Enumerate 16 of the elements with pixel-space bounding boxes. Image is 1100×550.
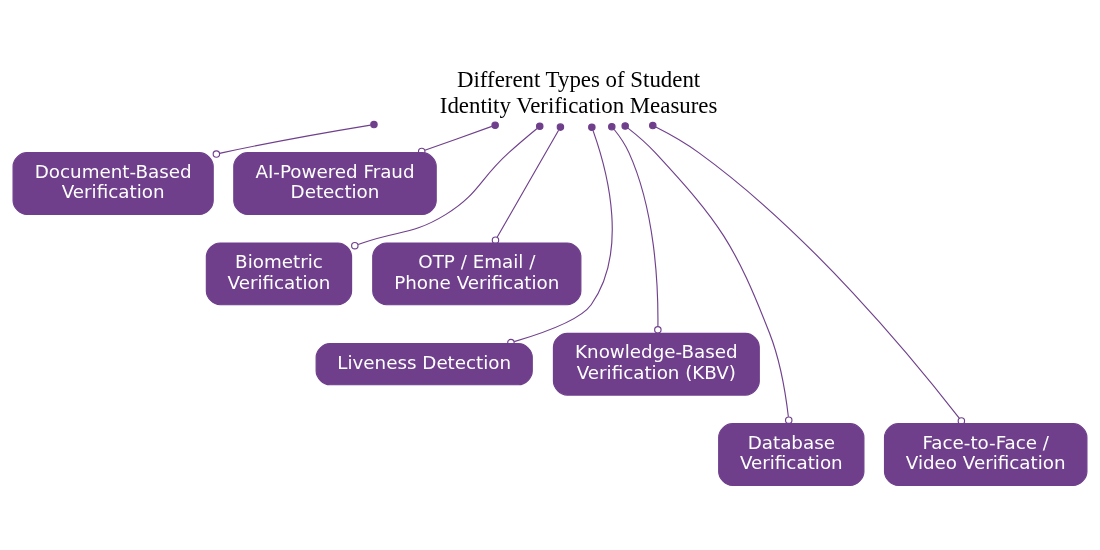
connector	[351, 122, 544, 250]
node-box: Document-Based Verification	[12, 152, 214, 215]
node-box: OTP / Email / Phone Verification	[372, 242, 582, 306]
connector	[608, 122, 662, 334]
node-box: Biometric Verification	[205, 242, 353, 306]
connector	[491, 123, 565, 244]
node-box: AI-Powered Fraud Detection	[233, 152, 437, 215]
node-box: Face-to-Face / Video Verification	[883, 423, 1088, 486]
connector	[649, 121, 966, 425]
node-box: Database Verification	[718, 423, 865, 486]
node-box: Knowledge-Based Verification (KBV)	[552, 332, 760, 396]
connector	[212, 120, 378, 158]
node-box: Liveness Detection	[315, 343, 533, 386]
connector	[621, 122, 793, 424]
connector	[417, 121, 499, 156]
node-text: Different Types of Student Identity Verification Measures	[439, 67, 718, 118]
